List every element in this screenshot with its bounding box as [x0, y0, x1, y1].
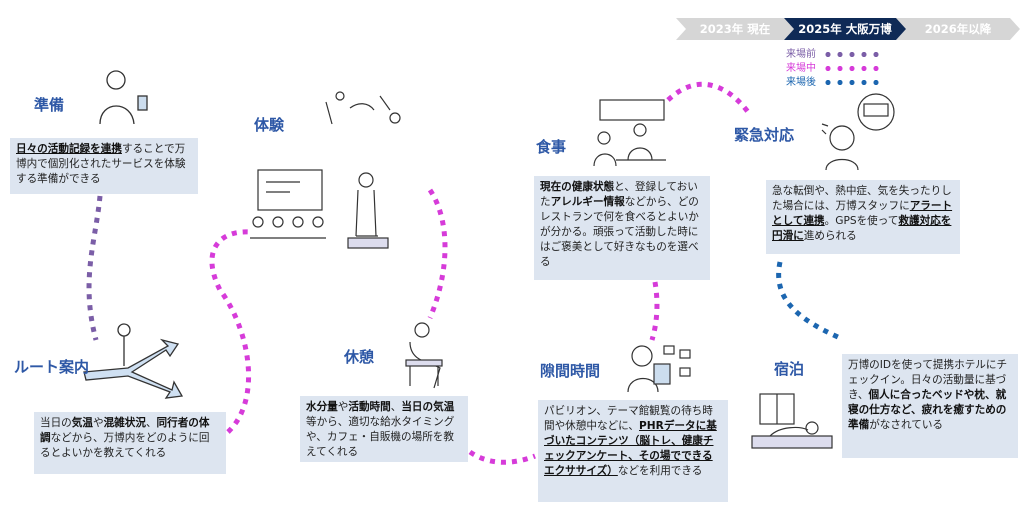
path-during-1: [209, 229, 251, 434]
desc-segment: 水分量: [306, 401, 338, 413]
desc-segment: PHRデータに基づいたコンテンツ（脳トレ、健康チェックアンケート、その場でできる…: [544, 420, 717, 477]
path-before: [86, 195, 103, 341]
legend-after-swatch: [822, 79, 882, 85]
desc-segment: 活動時間: [348, 401, 391, 413]
desc-segment: 進められる: [803, 230, 857, 242]
desc-segment: 救護対応を円滑に: [772, 215, 952, 242]
desc-segment: 当日の気温: [401, 401, 455, 413]
desc-segment: などから、どのレストランで何を食べるとよいかが分かる。頑張って活動した時にはご褒…: [540, 196, 699, 268]
desc-segment: 日々の活動記録を連携: [16, 143, 122, 155]
stage-title-route: ルート案内: [14, 358, 90, 376]
stage-desc-meal: 現在の健康状態と、登録しておいたアレルギー情報などから、どのレストランで何を食べ…: [534, 176, 710, 280]
desc-segment: 個人に合ったベッドや枕、就寝の仕方など、疲れを癒すための準備: [848, 389, 1007, 431]
desc-segment: などから、万博内をどのように回るとよいかを教えてくれる: [40, 432, 210, 459]
path-during-5: [666, 81, 750, 114]
desc-segment: と、登録しておいた: [540, 181, 698, 208]
legend-after-label: 来場後: [786, 77, 816, 88]
desc-segment: 、: [145, 417, 157, 429]
stage-desc-route: 当日の気温や混雑状況、同行者の体調などから、万博内をどのように回るとよいかを教え…: [34, 412, 226, 474]
desc-segment: アラートとして連携: [772, 200, 953, 227]
legend-before-label: 来場前: [786, 49, 816, 60]
desc-segment: 当日の: [40, 417, 72, 429]
stage-desc-gap: パビリオン、テーマ館観覧の待ち時間や休憩中などに、PHRデータに基づいたコンテン…: [538, 400, 728, 502]
stage-desc-prep: 日々の活動記録を連携することで万博内で個別化されたサービスを体験する準備ができる: [10, 138, 198, 194]
desc-segment: することで万博内で個別化されたサービスを体験する準備ができる: [16, 143, 186, 185]
path-during-4: [649, 281, 660, 341]
person-phone-icon: [99, 70, 148, 125]
person-drinking-icon: [405, 322, 443, 389]
bed-sleep-icon: [751, 393, 833, 449]
desc-segment: 、: [390, 401, 402, 413]
stage-desc-emergency: 急な転倒や、熱中症、気を失ったりした場合には、万博スタッフにアラートとして連携。…: [766, 180, 960, 254]
direction-arrows-icon: [83, 323, 184, 399]
ambulance-alert-icon: [821, 93, 895, 171]
stage-desc-stay: 万博のIDを使って提携ホテルにチェックイン。日々の活動量に基づき、個人に合ったベ…: [842, 354, 1018, 458]
desc-segment: などを利用できる: [617, 465, 703, 477]
timeline-now: 2025年 大阪万博: [784, 18, 906, 40]
stage-title-rest: 休憩: [344, 348, 375, 366]
person-tablet-icon: [627, 345, 691, 393]
desc-segment: 現在の健康状態: [540, 181, 615, 193]
path-during-2: [427, 188, 448, 319]
legend-before-swatch: [822, 51, 882, 57]
legend-during-swatch: [822, 65, 882, 71]
desc-segment: 急な転倒や、熱中症、気を失ったりした場合には、万博スタッフに: [772, 185, 952, 212]
path-during-3: [468, 449, 536, 465]
desc-segment: 混雑状況: [103, 417, 146, 429]
stage-title-experience: 体験: [254, 116, 285, 134]
legend-after: 来場後: [786, 76, 882, 90]
desc-segment: がなされている: [869, 419, 944, 431]
desc-segment: 気温: [71, 417, 93, 429]
desc-segment: 。GPSを使って: [824, 215, 899, 227]
legend-before: 来場前: [786, 48, 882, 62]
stage-title-prep: 準備: [34, 96, 65, 114]
path-after: [776, 261, 842, 341]
experience-illustration: [250, 91, 401, 249]
timeline-future: 2026年以降: [896, 18, 1020, 40]
timeline-bar: 2023年 現在 2026年以降 2025年 大阪万博: [676, 18, 1020, 40]
desc-segment: や: [92, 417, 104, 429]
desc-segment: パビリオン、テーマ館観覧の待ち時間や休憩中などに、: [544, 405, 713, 432]
timeline-past: 2023年 現在: [676, 18, 794, 40]
desc-segment: や: [337, 401, 349, 413]
stage-title-emergency: 緊急対応: [734, 126, 795, 144]
desc-segment: 同行者の体調: [40, 417, 210, 444]
desc-segment: 万博のIDを使って提携ホテルにチェックイン。日々の活動量に基づき、: [848, 359, 1008, 401]
stage-title-gap: 隙間時間: [540, 362, 601, 380]
desc-segment: アレルギー情報: [550, 196, 625, 208]
stage-title-stay: 宿泊: [774, 360, 805, 378]
legend-during-label: 来場中: [786, 63, 816, 74]
stage-title-meal: 食事: [536, 138, 567, 156]
desc-segment: 等から、適切な給水タイミングや、カフェ・自販機の場所を教えてくれる: [306, 416, 455, 458]
legend-during: 来場中: [786, 62, 882, 76]
stage-desc-rest: 水分量や活動時間、当日の気温等から、適切な給水タイミングや、カフェ・自販機の場所…: [300, 396, 468, 462]
restaurant-counter-icon: [593, 99, 666, 167]
